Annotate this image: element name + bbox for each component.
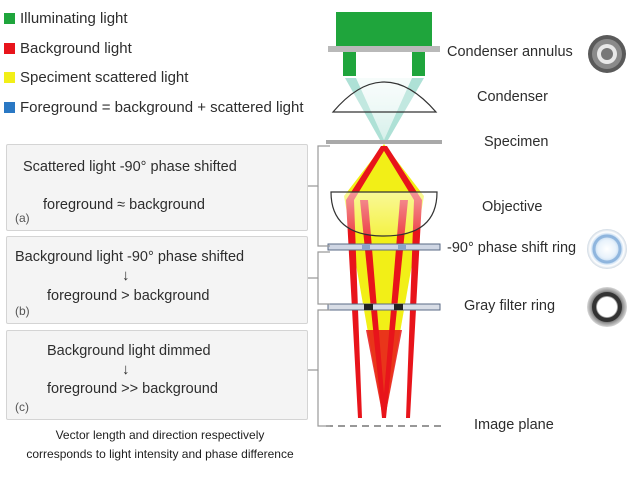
legend-swatch-green [4, 13, 15, 25]
legend-label: Background light [20, 39, 132, 57]
panel-c-tag: (c) [15, 400, 29, 414]
panel-a-line2: foreground ≈ background [43, 197, 205, 213]
background-ray-left [346, 146, 387, 418]
gray-filter-ring-icon [587, 287, 627, 327]
label-condenser-annulus: Condenser annulus [447, 44, 573, 60]
panel-a-line1: Scattered light -90° phase shifted [23, 159, 237, 175]
phase-ring-segment-left [362, 244, 370, 250]
bracket-a-lower [317, 186, 330, 247]
illumination-column-right [412, 52, 425, 76]
label-phase-shift-ring: -90° phase shift ring [447, 240, 577, 256]
condenser-light-cone-right [384, 78, 424, 140]
panel-c-line1: Background light dimmed [47, 343, 211, 359]
legend-swatch-red [4, 42, 15, 54]
gray-filter-segment-left [364, 304, 373, 310]
legend-item-scattered: Speciment scattered light [4, 63, 304, 93]
phase-ring-plate [327, 243, 441, 251]
panel-b-line2: foreground > background [47, 288, 210, 304]
label-gray-filter-ring: Gray filter ring [464, 298, 556, 314]
bracket-a [306, 145, 330, 187]
condenser-light-cone [345, 78, 384, 140]
caption-line2: corresponds to light intensity and phase… [26, 447, 294, 461]
legend-swatch-yellow [4, 72, 15, 84]
panel-c-line2: foreground >> background [47, 381, 218, 397]
bracket-c-lower [317, 370, 330, 427]
background-ray-right [381, 146, 422, 418]
legend-label: Foreground = background + scattered ligh… [20, 98, 304, 116]
legend-item-foreground: Foreground = background + scattered ligh… [4, 93, 304, 123]
label-condenser: Condenser [477, 89, 548, 105]
panel-b-tag: (b) [15, 304, 30, 318]
gray-filter-segment-right [394, 304, 403, 310]
condenser-annulus-block [336, 12, 432, 48]
illumination-column-left [343, 52, 356, 76]
label-objective: Objective [482, 199, 543, 215]
caption-line1: Vector length and direction respectively [55, 428, 265, 442]
label-specimen: Specimen [484, 134, 549, 150]
legend-label: Speciment scattered light [20, 69, 189, 87]
focus-converge [366, 330, 402, 418]
bracket-c [306, 309, 330, 371]
bracket-b [306, 251, 330, 279]
legend-item-background: Background light [4, 34, 304, 64]
caption: Vector length and direction respectively… [0, 426, 320, 464]
phase-ring-segment-right [398, 244, 406, 250]
panel-c-down-arrow: ↓ [122, 361, 130, 378]
condenser-annulus-icon [588, 35, 626, 73]
objective-lens [330, 191, 438, 237]
specimen-slide [326, 140, 442, 144]
legend-item-illuminating: Illuminating light [4, 4, 304, 34]
condenser-annulus-plate [328, 46, 440, 52]
condenser-light-fill [356, 78, 412, 140]
label-image-plane: Image plane [474, 417, 554, 433]
panel-a: Scattered light -90° phase shifted foreg… [6, 144, 308, 231]
panel-a-tag: (a) [15, 211, 30, 225]
panel-b-down-arrow: ↓ [122, 267, 130, 284]
condenser-lens [331, 81, 438, 113]
legend: Illuminating light Background light Spec… [4, 4, 304, 122]
bracket-b-lower [317, 278, 330, 305]
panel-b-line1: Background light -90° phase shifted [15, 249, 245, 265]
phase-ring-icon [587, 229, 627, 269]
gray-filter-plate [327, 303, 441, 311]
panel-c: Background light dimmed ↓ foreground >> … [6, 330, 308, 420]
panel-b: Background light -90° phase shifted ↓ fo… [6, 236, 308, 324]
legend-swatch-blue [4, 101, 15, 113]
legend-label: Illuminating light [20, 10, 128, 28]
